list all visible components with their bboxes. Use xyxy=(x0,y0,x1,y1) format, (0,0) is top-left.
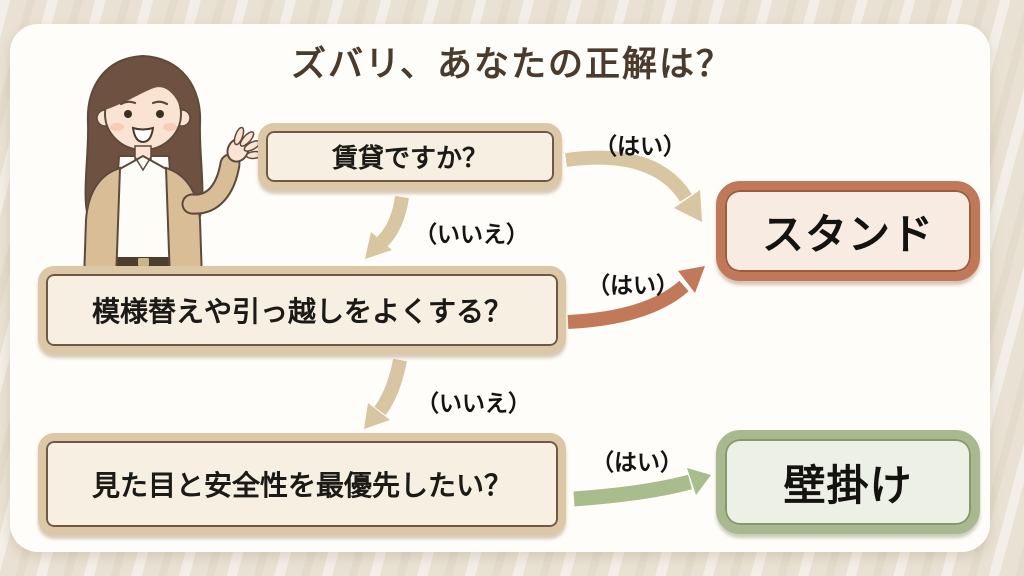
arrow-q1-no xyxy=(365,195,409,259)
blouse xyxy=(114,154,172,280)
arm-sleeve xyxy=(183,155,239,213)
blush-left xyxy=(110,123,124,131)
arrow-q3-yes xyxy=(573,468,711,507)
question-text: 見た目と安全性を最優先したい？ xyxy=(91,469,512,502)
eye-right xyxy=(156,110,164,118)
result-text: スタンド xyxy=(761,209,934,259)
edge-label-q1-yes: （はい） xyxy=(594,134,686,160)
bangs xyxy=(104,66,182,110)
result-box-wall-mount: 壁掛け xyxy=(716,430,980,534)
arrow-q2-yes xyxy=(567,266,705,329)
edge-label-q2-yes: （はい） xyxy=(587,273,679,299)
cardigan-left xyxy=(82,166,122,280)
belt-buckle xyxy=(138,258,149,266)
eyebrow-left xyxy=(119,100,137,106)
edge-label-q2-no: （いいえ） xyxy=(416,391,531,417)
arrow-q1-yes xyxy=(565,150,702,222)
question-box-rearrange-move: 模様替えや引っ越しをよくする？ xyxy=(38,266,566,354)
question-box-looks-safety: 見た目と安全性を最優先したい？ xyxy=(38,433,566,535)
arrow-q2-no xyxy=(364,358,407,429)
question-text: 模様替えや引っ越しをよくする？ xyxy=(91,295,512,328)
question-box-rental: 賃貸ですか？ xyxy=(258,123,562,190)
question-text: 賃貸ですか？ xyxy=(331,144,488,174)
result-text: 壁掛け xyxy=(783,460,913,510)
eyebrow-right xyxy=(151,100,169,106)
open-hand xyxy=(226,126,263,163)
edge-label-q3-yes: （はい） xyxy=(591,450,683,476)
collar xyxy=(134,156,152,172)
page-title: ズバリ、あなたの正解は？ xyxy=(291,45,733,85)
mouth xyxy=(131,126,155,144)
eye-left xyxy=(124,110,132,118)
edge-label-q1-no: （いいえ） xyxy=(414,222,529,248)
blush-right xyxy=(163,123,177,131)
result-box-stand: スタンド xyxy=(716,181,980,281)
